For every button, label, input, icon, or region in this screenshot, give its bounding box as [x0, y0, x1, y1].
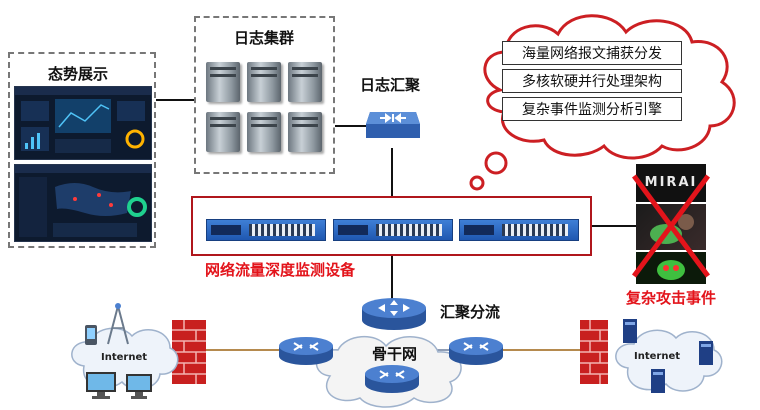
internet-label-right: Internet — [634, 351, 681, 362]
aggregation-router-icon — [362, 298, 426, 330]
server-icon — [288, 112, 322, 152]
monitoring-device-icon — [333, 219, 453, 241]
server-tower-icon — [651, 369, 665, 393]
monitoring-device-icon — [206, 219, 326, 241]
router-icon — [279, 337, 333, 365]
phone-icon — [85, 325, 97, 345]
server-icon — [206, 112, 240, 152]
router-icon — [449, 337, 503, 365]
aggregation-label: 汇聚分流 — [440, 303, 501, 321]
log-cluster-box — [194, 16, 335, 174]
dashboard-screen-bottom — [14, 164, 152, 242]
internet-label-left: Internet — [101, 352, 148, 363]
situation-display-box — [8, 52, 156, 248]
computer-icon — [86, 372, 116, 399]
monitoring-device-frame — [191, 196, 592, 256]
log-cluster-title: 日志集群 — [234, 29, 295, 47]
mirai-text: MIRAI — [644, 175, 698, 190]
cellular-tower-icon — [107, 303, 129, 345]
computer-icon — [126, 374, 152, 399]
server-icon — [247, 62, 281, 102]
firewall-icon — [172, 320, 206, 384]
router-icon — [365, 365, 419, 393]
switch-icon — [366, 112, 420, 138]
log-aggregation-label: 日志汇聚 — [360, 76, 421, 94]
situation-display-title: 态势展示 — [48, 65, 109, 83]
dashboard-screen-top — [14, 86, 152, 160]
feature-item: 多核软硬并行处理架构 — [502, 69, 682, 93]
monitoring-device-icon — [459, 219, 579, 241]
device-label: 网络流量深度监测设备 — [205, 261, 356, 279]
server-tower-icon — [623, 319, 637, 343]
feature-item: 复杂事件监测分析引擎 — [502, 97, 682, 121]
server-icon — [288, 62, 322, 102]
backbone-label: 骨干网 — [372, 345, 418, 363]
firewall-icon — [580, 320, 608, 384]
server-tower-icon — [699, 341, 713, 365]
server-icon — [206, 62, 240, 102]
attack-label: 复杂攻击事件 — [626, 289, 717, 307]
blocked-cross-icon — [631, 174, 711, 278]
internet-cloud-right — [615, 329, 723, 392]
server-icon — [247, 112, 281, 152]
feature-item: 海量网络报文捕获分发 — [502, 41, 682, 65]
